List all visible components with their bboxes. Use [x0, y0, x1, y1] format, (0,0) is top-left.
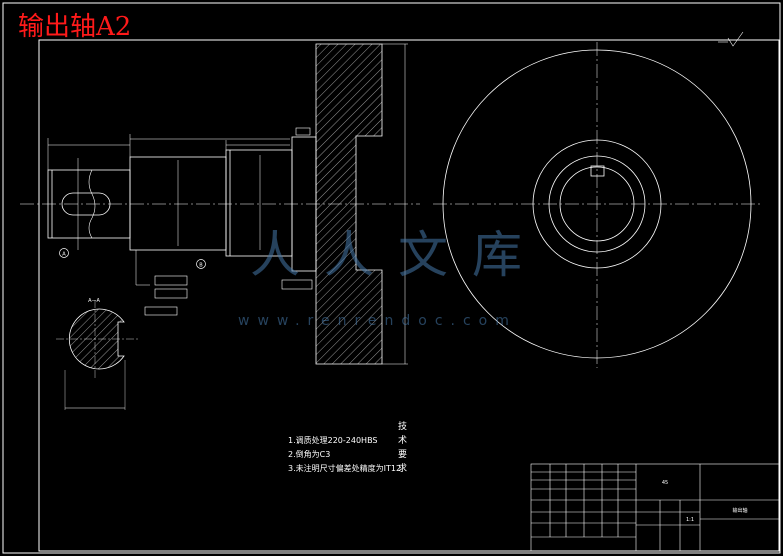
watermark-url: www.renrendoc.com [238, 313, 517, 329]
datum-a-label: A [62, 252, 66, 258]
title-block-material: 45 [662, 480, 668, 486]
tolerance-frames [144, 127, 313, 316]
side-view [433, 42, 762, 368]
title-block-part-name: 输出轴 [732, 507, 747, 514]
requirement-item: 2.倒角为C3 [288, 450, 331, 459]
datum-b-label: B [199, 263, 203, 269]
inner-border [38, 39, 780, 552]
title-block [530, 463, 780, 552]
requirement-item: 3.未注明尺寸偏差处精度为IT12 [288, 464, 402, 473]
datum-marker-a: A [59, 248, 69, 258]
requirement-item: 1.调质处理220-240HBS [288, 436, 378, 445]
dimension-lines [47, 134, 290, 286]
section-view: A—A [56, 298, 140, 410]
section-label: A—A [88, 298, 100, 304]
roughness-symbol [718, 31, 744, 47]
title-block-scale: 1:1 [686, 517, 694, 523]
watermark-text: 人人文库 [250, 226, 546, 284]
drawing-title: 输出轴A2 [18, 12, 132, 42]
technical-requirements-heading: 技术要求 [398, 422, 408, 474]
datum-marker-b: B [196, 259, 206, 269]
hatched-section [315, 43, 408, 365]
